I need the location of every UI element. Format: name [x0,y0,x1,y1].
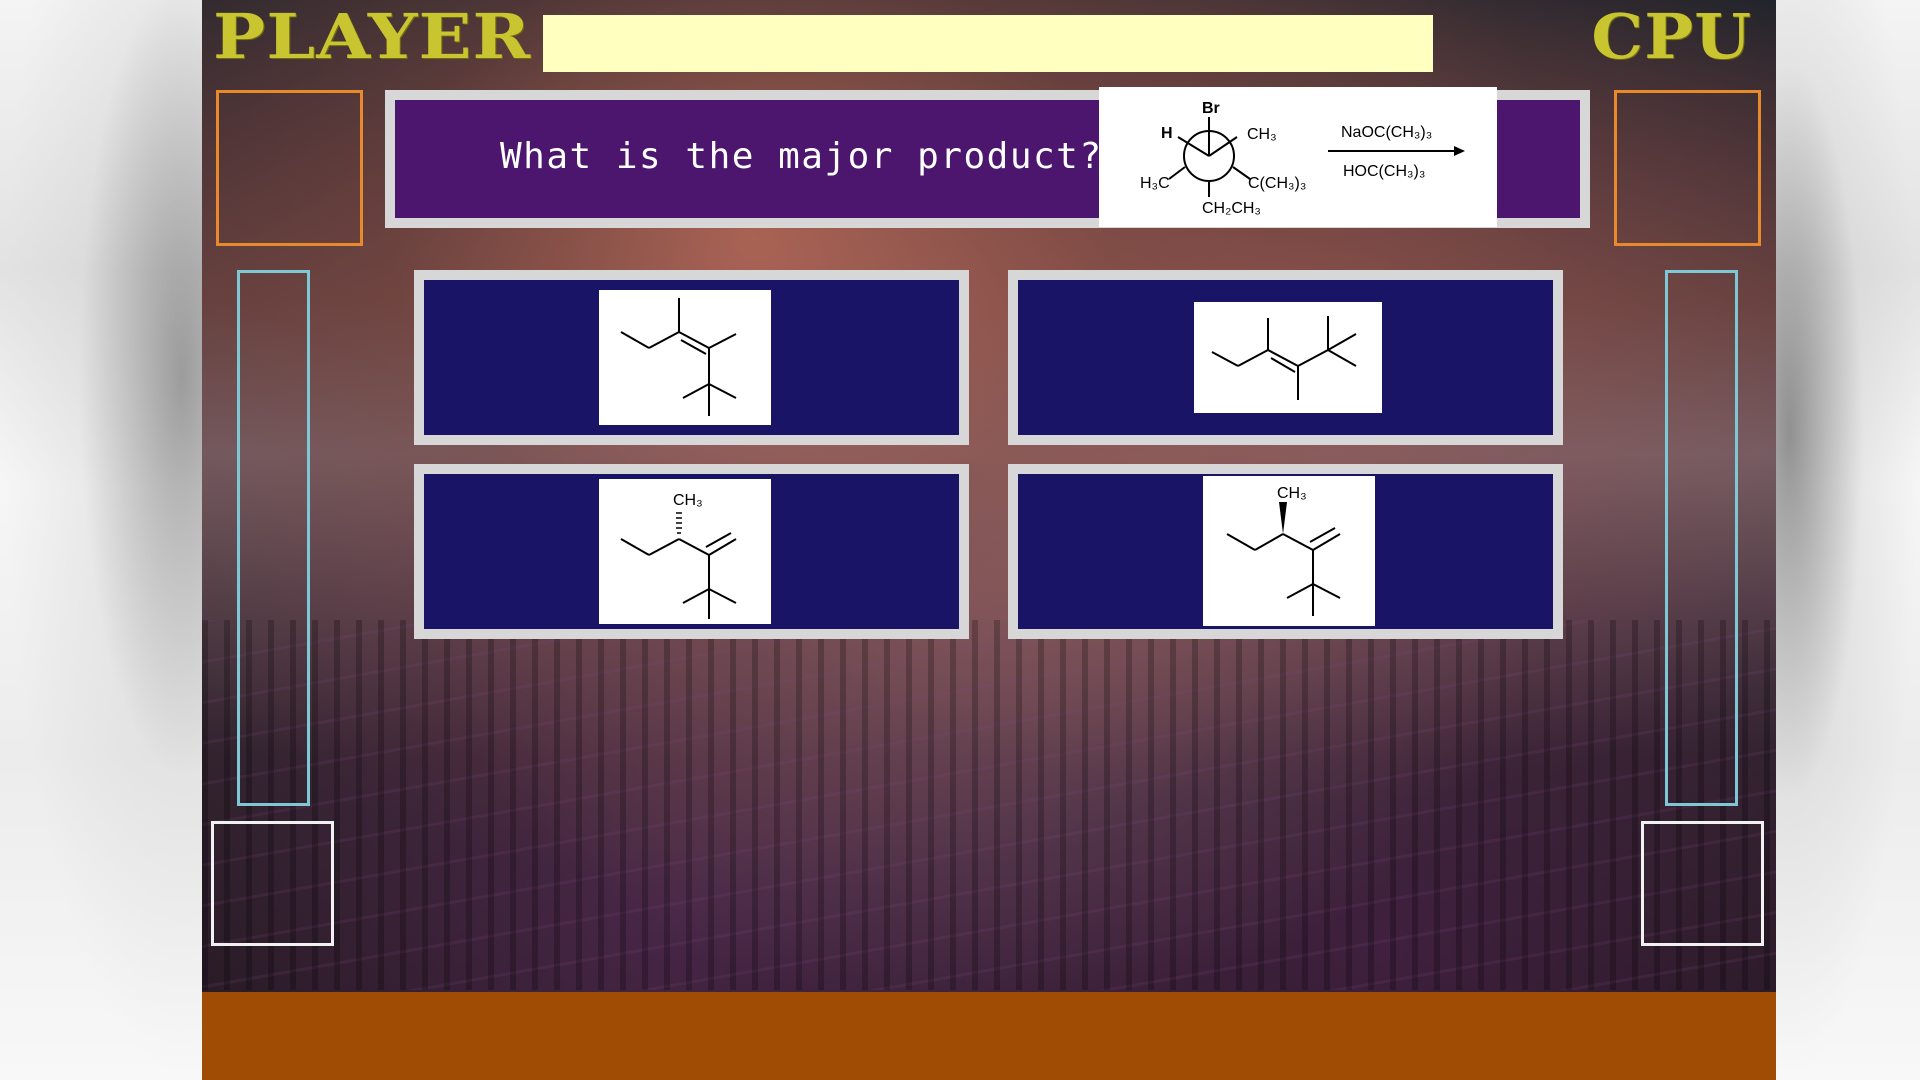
right-backdrop [1775,0,1920,1080]
answer-option-a[interactable] [414,270,969,445]
answer-c-structure: CH₃ [599,479,771,624]
player-label: PLAYER [213,0,532,73]
answer-d-methyl-label: CH₃ [1277,485,1307,502]
message-bar [543,15,1433,72]
answer-option-b-box[interactable] [1018,280,1553,435]
reaction-tbu: C(CH₃)₃ [1248,175,1306,192]
answer-option-b[interactable] [1008,270,1563,445]
reagent-base: NaOC(CH₃)₃ [1341,124,1432,141]
bottom-bar [202,992,1776,1080]
reaction-h3c: H₃C [1140,175,1170,192]
answer-option-c-box[interactable]: CH₃ [424,474,959,629]
player-portrait [216,90,363,246]
answer-option-d[interactable]: CH₃ [1008,464,1563,639]
reaction-scheme: Br H CH₃ H₃C C(CH₃)₃ CH₂CH₃ NaOC(CH₃)₃ H… [1099,87,1497,227]
answer-c-methyl-label: CH₃ [673,492,703,509]
cpu-health-bar [1665,270,1738,806]
reagent-solvent: HOC(CH₃)₃ [1343,163,1425,180]
reaction-ethyl: CH₂CH₃ [1202,200,1261,217]
answer-a-structure [599,290,771,425]
answer-d-structure: CH₃ [1203,476,1375,626]
player-health-bar [237,270,310,806]
city-background [202,620,1776,990]
left-backdrop [0,0,202,1080]
answer-option-c[interactable]: CH₃ [414,464,969,639]
game-stage: PLAYER CPU What is the major product? Br… [202,0,1776,1080]
answer-b-structure [1194,302,1382,413]
reaction-ch3: CH₃ [1247,126,1277,143]
answer-option-d-box[interactable]: CH₃ [1018,474,1553,629]
reaction-h: H [1161,125,1173,142]
answer-option-a-box[interactable] [424,280,959,435]
newman-projection: Br H CH₃ H₃C C(CH₃)₃ CH₂CH₃ NaOC(CH₃)₃ H… [1140,100,1465,217]
reaction-br: Br [1202,100,1220,117]
player-item-slot[interactable] [211,821,334,946]
cpu-label: CPU [1591,0,1752,73]
cpu-portrait [1614,90,1761,246]
cpu-item-slot [1641,821,1764,946]
question-text: What is the major product? [500,136,1103,177]
